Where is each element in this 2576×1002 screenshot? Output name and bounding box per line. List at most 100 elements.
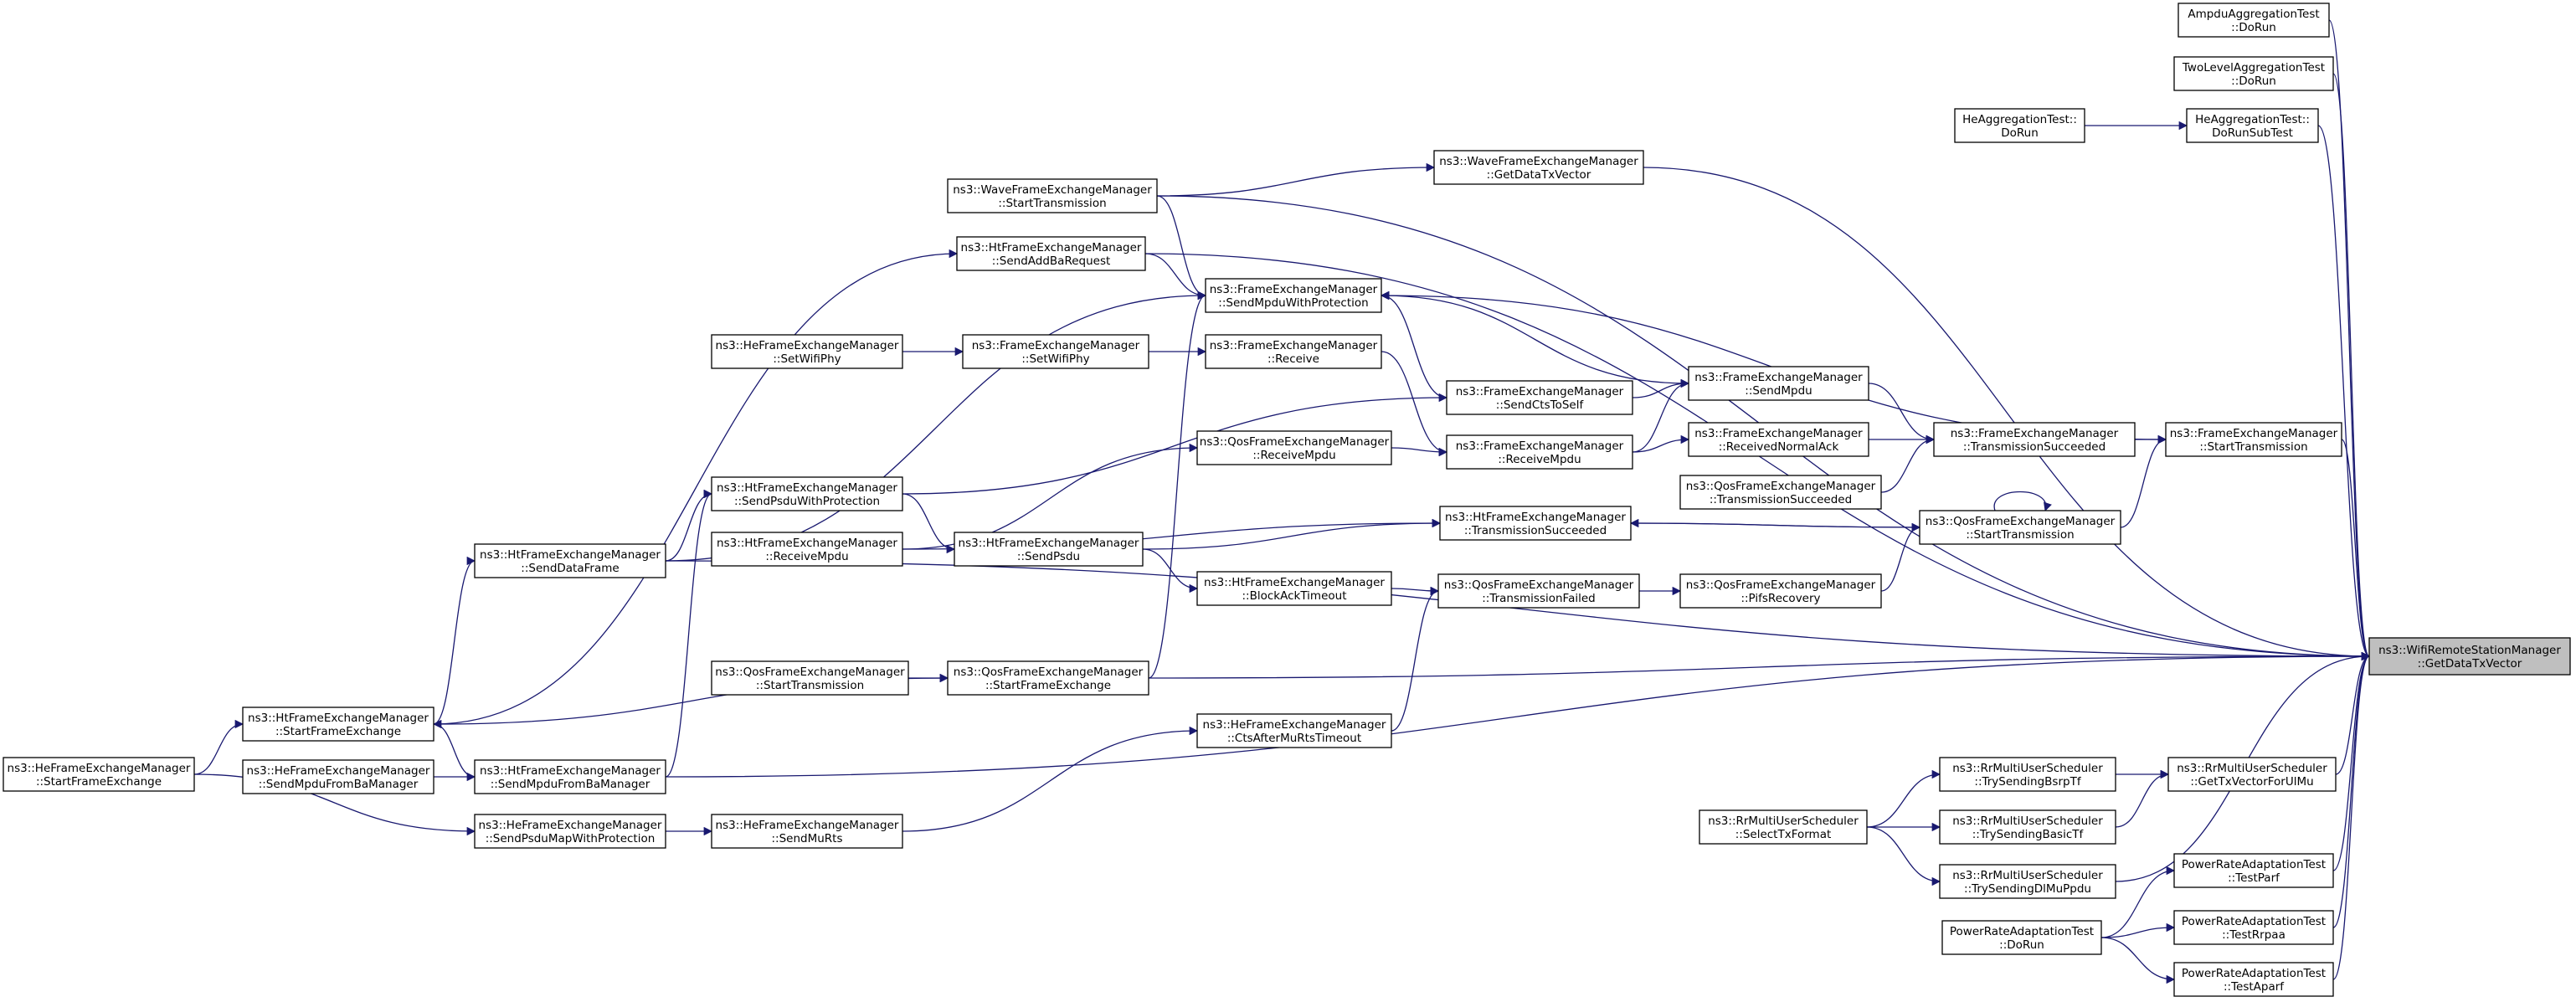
node-box	[711, 476, 903, 511]
call-edge-qos_txsucc-to-fem_txsucc	[1880, 434, 1936, 493]
call-edge-ht_startfe-to-ht_senddata	[433, 556, 476, 725]
graph-node-he_setwifi[interactable]: ns3::HeFrameExchangeManager::SetWifiPhy	[711, 334, 903, 369]
call-edge-fem_sendmpdu-to-fem_mpduprot	[1380, 290, 1689, 384]
graph-node-rr_basic[interactable]: ns3::RrMultiUserScheduler::TrySendingBas…	[1939, 809, 2116, 845]
call-edge-qos_pifs-to-qos_start	[1880, 522, 1921, 592]
call-edge-pra_dorun-to-pra_parf	[2100, 866, 2176, 938]
graph-node-he_ctsafter[interactable]: ns3::HeFrameExchangeManager::CtsAfterMuR…	[1196, 713, 1392, 748]
call-edge-fem_cts-to-fem_sendmpdu	[1632, 378, 1690, 398]
node-label-line: ::ReceivedNormalAck	[1719, 440, 1839, 454]
node-label-line: ns3::QosFrameExchangeManager	[1686, 480, 1876, 493]
graph-node-qos_txsucc[interactable]: ns3::QosFrameExchangeManager::Transmissi…	[1679, 475, 1882, 510]
node-label-line: ns3::HtFrameExchangeManager	[1445, 511, 1626, 524]
node-label-line: ns3::HtFrameExchangeManager	[717, 537, 897, 550]
call-edge-rr_select-to-rr_bsrp	[1866, 769, 1941, 828]
graph-node-twolevel[interactable]: TwoLevelAggregationTest::DoRun	[2173, 56, 2334, 91]
call-edge-rr_basic-to-rr_gettx	[2115, 769, 2170, 828]
graph-node-ht_blockack[interactable]: ns3::HtFrameExchangeManager::BlockAckTim…	[1196, 571, 1392, 606]
graph-node-fem_recvmpdu[interactable]: ns3::FrameExchangeManager::ReceiveMpdu	[1446, 434, 1633, 470]
graph-node-qos_txfail[interactable]: ns3::QosFrameExchangeManager::Transmissi…	[1437, 573, 1640, 609]
node-label-line: ::GetDataTxVector	[1487, 168, 1591, 182]
graph-node-qos_start2[interactable]: ns3::QosFrameExchangeManager::StartTrans…	[711, 660, 909, 696]
node-label-line: ::SetWifiPhy	[1021, 352, 1089, 366]
node-label-line: ns3::HeFrameExchangeManager	[716, 819, 899, 832]
node-label-line: ns3::HeFrameExchangeManager	[8, 762, 191, 775]
call-edge-ht_addba-to-fem_mpduprot	[1144, 253, 1207, 301]
graph-node-wave_start[interactable]: ns3::WaveFrameExchangeManager::StartTran…	[947, 178, 1158, 213]
call-edge-fem_receive-to-fem_recvmpdu	[1381, 351, 1448, 457]
call-edge-ht_sendpsdu-to-ht_blockack	[1142, 548, 1199, 593]
call-edge-he_startfe-to-ht_startfe	[193, 719, 244, 775]
node-label-line: ns3::WifiRemoteStationManager	[2378, 644, 2561, 657]
node-box	[1446, 434, 1633, 470]
node-label-line: ::GetTxVectorForUlMu	[2190, 775, 2313, 789]
node-box	[954, 532, 1144, 567]
graph-node-ht_txsucc[interactable]: ns3::HtFrameExchangeManager::Transmissio…	[1439, 506, 1632, 541]
graph-node-pra_dorun[interactable]: PowerRateAdaptationTest::DoRun	[1941, 920, 2102, 955]
node-label-line: ns3::QosFrameExchangeManager	[1200, 435, 1390, 449]
graph-node-ht_senddata[interactable]: ns3::HtFrameExchangeManager::SendDataFra…	[474, 543, 666, 578]
call-edge-qos_start-to-fem_start	[2120, 434, 2167, 528]
node-box	[1688, 366, 1869, 401]
graph-node-fem_setwifi[interactable]: ns3::FrameExchangeManager::SetWifiPhy	[962, 334, 1149, 369]
node-box	[1699, 809, 1868, 845]
graph-node-fem_cts[interactable]: ns3::FrameExchangeManager::SendCtsToSelf	[1446, 380, 1633, 415]
node-label-line: ns3::QosFrameExchangeManager	[715, 665, 905, 679]
graph-node-heaggdorun[interactable]: HeAggregationTest::DoRun	[1954, 108, 2085, 143]
graph-node-fem_start[interactable]: ns3::FrameExchangeManager::StartTransmis…	[2165, 422, 2342, 457]
graph-node-he_sendmurts[interactable]: ns3::HeFrameExchangeManager::SendMuRts	[711, 814, 903, 849]
graph-node-rr_select[interactable]: ns3::RrMultiUserScheduler::SelectTxForma…	[1699, 809, 1868, 845]
node-label-line: ns3::HeFrameExchangeManager	[247, 764, 430, 778]
node-label-line: ns3::WaveFrameExchangeManager	[953, 183, 1152, 197]
graph-node-pra_parf[interactable]: PowerRateAdaptationTest::TestParf	[2173, 853, 2334, 888]
graph-node-fem_recvack[interactable]: ns3::FrameExchangeManager::ReceivedNorma…	[1688, 422, 1869, 457]
graph-node-qos_startfe[interactable]: ns3::QosFrameExchangeManager::StartFrame…	[947, 660, 1149, 696]
graph-node-fem_txsucc[interactable]: ns3::FrameExchangeManager::TransmissionS…	[1933, 422, 2136, 457]
graph-node-ampdu[interactable]: AmpduAggregationTest::DoRun	[2178, 3, 2330, 38]
call-edge-pra_dorun-to-pra_rrpaa	[2100, 922, 2176, 938]
graph-node-ht_sendpsdu[interactable]: ns3::HtFrameExchangeManager::SendPsdu	[954, 532, 1144, 567]
call-edge-pra_parf-to-root	[2332, 651, 2371, 871]
node-box	[1679, 573, 1882, 609]
node-label-line: ::SelectTxFormat	[1735, 828, 1832, 841]
graph-node-ht_psduprot[interactable]: ns3::HtFrameExchangeManager::SendPsduWit…	[711, 476, 903, 511]
graph-node-qos_recvmpdu[interactable]: ns3::QosFrameExchangeManager::ReceiveMpd…	[1196, 430, 1392, 465]
call-edge-ht_sendpsdu-to-ht_txsucc	[1142, 518, 1442, 550]
graph-node-qos_pifs[interactable]: ns3::QosFrameExchangeManager::PifsRecove…	[1679, 573, 1882, 609]
graph-node-ht_startfe[interactable]: ns3::HtFrameExchangeManager::StartFrameE…	[242, 707, 434, 742]
node-box	[1437, 573, 1640, 609]
node-label-line: ::StartTransmission	[998, 197, 1106, 210]
graph-node-rr_dlmu[interactable]: ns3::RrMultiUserScheduler::TrySendingDlM…	[1939, 864, 2116, 899]
graph-node-ht_addba[interactable]: ns3::HtFrameExchangeManager::SendAddBaRe…	[956, 236, 1146, 271]
node-box	[2173, 962, 2334, 997]
graph-node-qos_start[interactable]: ns3::QosFrameExchangeManager::StartTrans…	[1919, 510, 2121, 545]
call-edge-heaggsub-to-root	[2317, 125, 2371, 661]
node-box	[2173, 910, 2334, 945]
graph-node-rr_gettx[interactable]: ns3::RrMultiUserScheduler::GetTxVectorFo…	[2167, 757, 2337, 792]
graph-node-wave_getdata[interactable]: ns3::WaveFrameExchangeManager::GetDataTx…	[1433, 150, 1644, 185]
graph-node-fem_mpduprot[interactable]: ns3::FrameExchangeManager::SendMpduWithP…	[1205, 278, 1382, 313]
graph-node-fem_sendmpdu[interactable]: ns3::FrameExchangeManager::SendMpdu	[1688, 366, 1869, 401]
node-box	[1933, 422, 2136, 457]
node-label-line: ::Receive	[1267, 352, 1319, 366]
node-label-line: ::ReceiveMpdu	[765, 550, 848, 563]
graph-node-rr_bsrp[interactable]: ns3::RrMultiUserScheduler::TrySendingBsr…	[1939, 757, 2116, 792]
graph-node-ht_recvmpdu[interactable]: ns3::HtFrameExchangeManager::ReceiveMpdu	[711, 532, 903, 567]
graph-node-root[interactable]: ns3::WifiRemoteStationManager::GetDataTx…	[2368, 637, 2571, 676]
graph-node-pra_rrpaa[interactable]: PowerRateAdaptationTest::TestRrpaa	[2173, 910, 2334, 945]
node-label-line: ::SendPsduMapWithProtection	[486, 832, 656, 845]
graph-node-he_sendmpduba[interactable]: ns3::HeFrameExchangeManager::SendMpduFro…	[242, 759, 434, 794]
node-box	[474, 543, 666, 578]
node-label-line: ns3::HtFrameExchangeManager	[717, 481, 897, 495]
node-label-line: ns3::FrameExchangeManager	[1456, 385, 1624, 398]
graph-node-fem_receive[interactable]: ns3::FrameExchangeManager::Receive	[1205, 334, 1382, 369]
node-label-line: ns3::FrameExchangeManager	[1456, 439, 1624, 453]
call-edge-ht_startfe-to-ht_addba	[433, 249, 959, 725]
graph-node-ht_sendmpduba[interactable]: ns3::HtFrameExchangeManager::SendMpduFro…	[474, 759, 666, 794]
node-box	[2165, 422, 2342, 457]
graph-node-pra_aparf[interactable]: PowerRateAdaptationTest::TestAparf	[2173, 962, 2334, 997]
graph-node-heaggsub[interactable]: HeAggregationTest::DoRunSubTest	[2186, 108, 2319, 143]
graph-node-he_psdumap[interactable]: ns3::HeFrameExchangeManager::SendPsduMap…	[474, 814, 666, 849]
graph-node-he_startfe[interactable]: ns3::HeFrameExchangeManager::StartFrameE…	[3, 757, 195, 792]
